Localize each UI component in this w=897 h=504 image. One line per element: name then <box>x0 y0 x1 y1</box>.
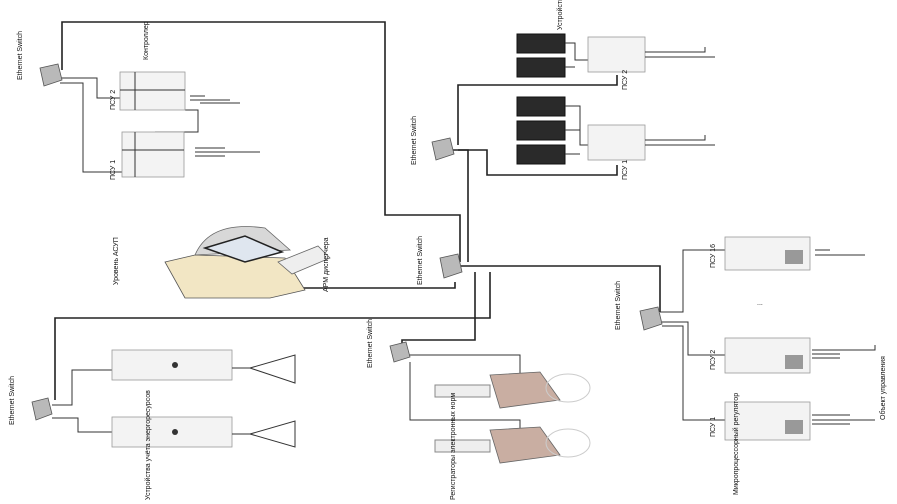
link-top-switch-up <box>457 75 618 145</box>
link-central-to-bottom-left <box>54 272 491 400</box>
link-regulator-16 <box>660 249 725 313</box>
ethernet-switch-bottom-left: Ethernet Switch <box>9 376 53 425</box>
regulator-psu2: ПСУ 2 <box>710 337 876 374</box>
switch-label: Ethernet Switch <box>367 319 374 368</box>
link-regulator-1 <box>662 325 725 421</box>
psu16-label: ПСУ 16 <box>710 244 717 268</box>
plc-psu2: ПСУ 2 <box>587 36 715 90</box>
link-controller-psu1 <box>60 82 122 173</box>
operator-ws-label: АРМ диспетчера <box>323 237 330 292</box>
ethernet-switch-top-left: Ethernet Switch <box>17 31 63 87</box>
regulator-psu1: ПСУ 1 Микропроцессорный регулятор <box>710 393 875 495</box>
relay-devices-group: Устройства контроля РелеФорм <box>516 0 590 165</box>
ethernet-switch-right: Ethernet Switch <box>615 281 663 331</box>
link-top-switch-down <box>458 149 618 176</box>
controller-label: Контроллер <box>143 21 150 60</box>
link-central-to-right-switch <box>460 265 661 312</box>
ethernet-switch-bottom: Ethernet Switch <box>367 319 411 368</box>
regulators-label: Микропроцессорный регулятор <box>732 393 740 495</box>
control-object-label: Объект управления <box>879 356 887 420</box>
link-top-loop <box>61 21 461 262</box>
link-meter-1 <box>52 369 112 406</box>
ethernet-switch-central: Ethernet Switch <box>417 236 463 285</box>
recorder-2: Регистраторы электронных норм <box>434 393 591 500</box>
link-recorder-1 <box>405 354 521 375</box>
link-regulator-2 <box>662 321 725 356</box>
link-central-to-bottom-switch <box>401 272 476 345</box>
metering-device-2: Устройства учёта энергоресурсов <box>111 390 296 500</box>
recorders-label: Регистраторы электронных норм <box>450 393 457 500</box>
controller-psu1: ПСУ 1 <box>110 131 260 180</box>
psu1-label: ПСУ 1 <box>710 417 717 437</box>
recorder-1 <box>434 371 591 409</box>
switch-label: Ethernet Switch <box>411 116 418 165</box>
relay-devices-label: Устройства контроля РелеФорм <box>556 0 564 30</box>
switch-label: Ethernet Switch <box>17 31 24 80</box>
metering-devices-label: Устройства учёта энергоресурсов <box>144 390 152 500</box>
psu1-label: ПСУ 1 <box>110 160 117 180</box>
plc-psu1: ПСУ 1 <box>587 124 715 180</box>
switch-label: Ethernet Switch <box>9 376 16 425</box>
link-central-to-workstation <box>300 282 456 289</box>
link-psu-interconnect <box>155 109 199 133</box>
psu2-label: ПСУ 2 <box>110 90 117 110</box>
operator-workstation: Уровень АСУП АРМ диспетчера <box>113 226 331 299</box>
switch-label: Ethernet Switch <box>417 236 424 285</box>
ethernet-switch-top: Ethernet Switch <box>411 116 455 165</box>
asup-level-label: Уровень АСУП <box>113 237 120 285</box>
link-controller-psu2 <box>60 77 122 99</box>
psu2-label: ПСУ 2 <box>622 70 629 90</box>
regulator-psu16: ПСУ 16 <box>710 236 865 271</box>
link-recorder-2 <box>409 362 521 428</box>
ellipsis: ... <box>757 300 763 307</box>
metering-device-1 <box>111 349 296 384</box>
psu1-label: ПСУ 1 <box>622 160 629 180</box>
switch-label: Ethernet Switch <box>615 281 622 330</box>
controller-psu2: Контроллер ПСУ 2 <box>110 21 240 111</box>
link-meter-2 <box>52 417 112 433</box>
psu2-label: ПСУ 2 <box>710 350 717 370</box>
